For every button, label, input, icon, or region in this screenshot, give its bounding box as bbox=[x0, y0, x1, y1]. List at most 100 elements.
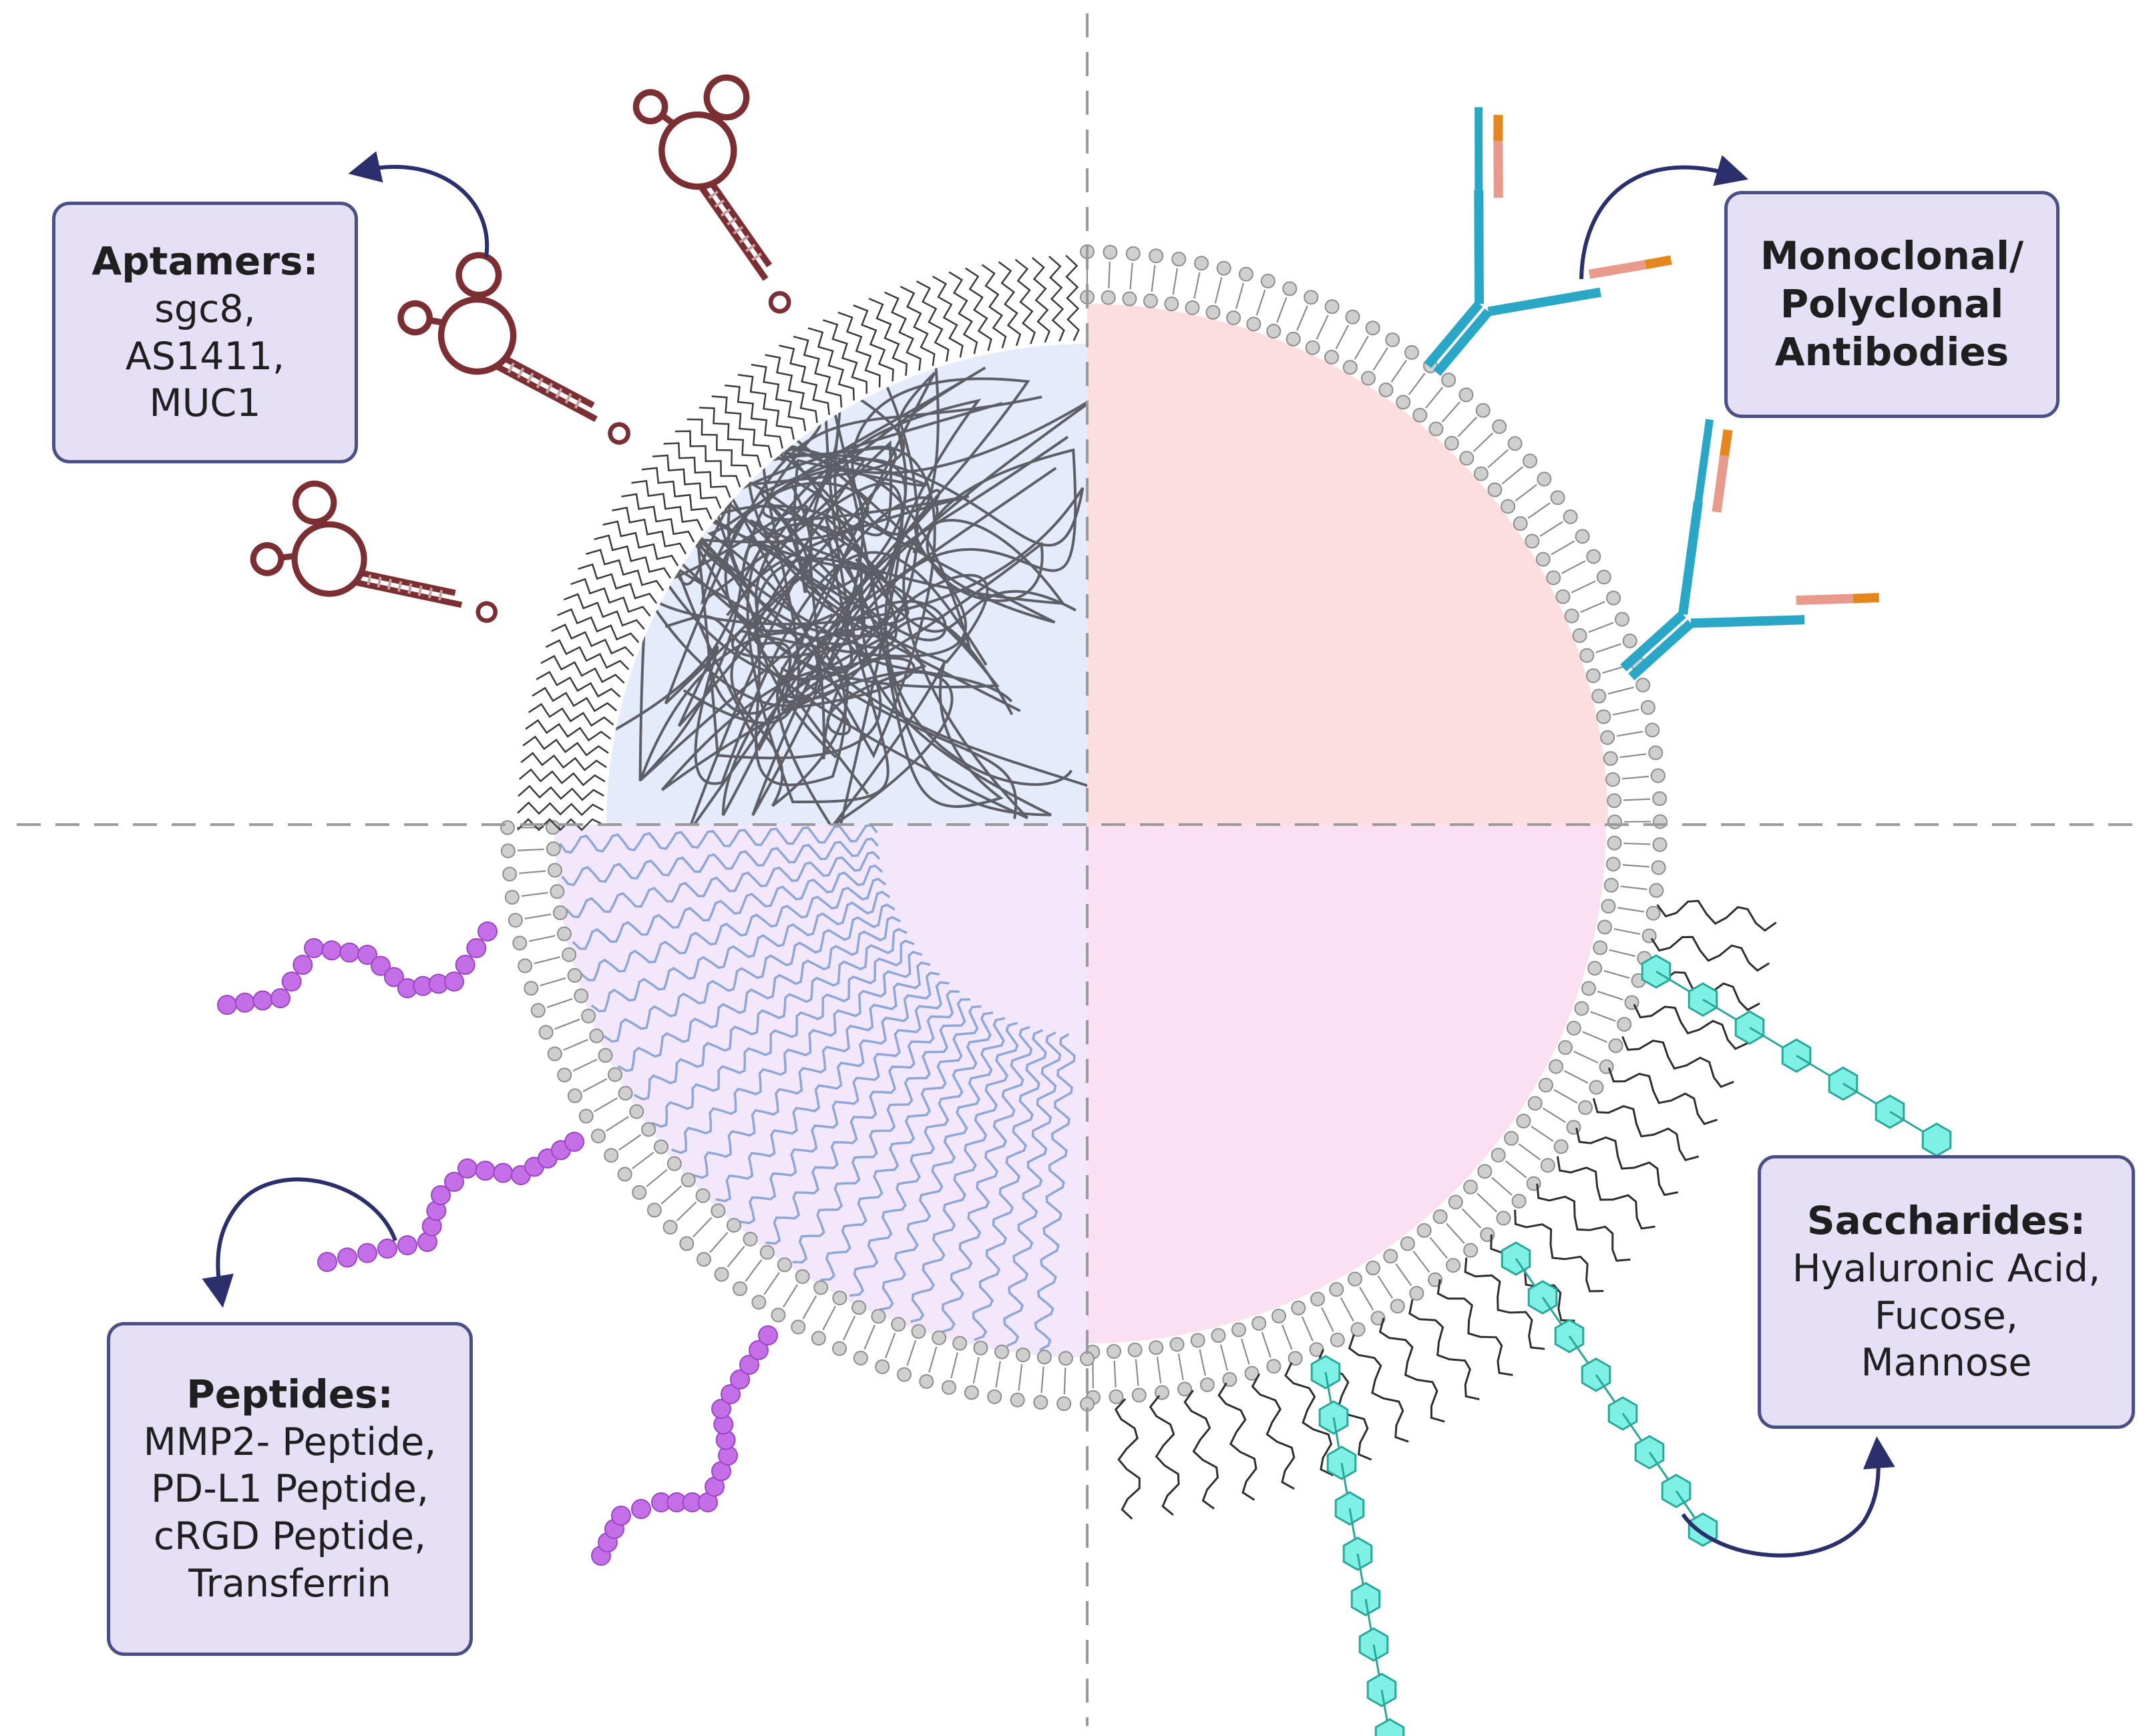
lipid-head bbox=[994, 1344, 1010, 1359]
micelle-chain bbox=[910, 1022, 1019, 1323]
lipid-head bbox=[1101, 290, 1116, 305]
lipid-head bbox=[1010, 1392, 1025, 1407]
lipid-head bbox=[1428, 421, 1444, 437]
surface-chain bbox=[586, 548, 664, 592]
lipid-tail bbox=[1622, 864, 1649, 868]
micelle-chain bbox=[715, 971, 940, 1203]
lipid-head bbox=[546, 820, 561, 835]
lipid-head bbox=[1596, 709, 1611, 724]
lipid-head bbox=[771, 1307, 786, 1323]
lipid-head bbox=[1441, 373, 1456, 388]
peg-chain bbox=[1217, 1382, 1257, 1501]
lipid-head bbox=[1033, 1395, 1048, 1410]
lipid-head bbox=[1608, 1038, 1623, 1054]
lipid-head bbox=[1535, 552, 1551, 567]
lipid-head bbox=[1477, 1164, 1493, 1179]
lipid-head bbox=[500, 843, 516, 859]
lipid-head bbox=[1635, 677, 1651, 692]
lipid-head bbox=[1473, 466, 1489, 481]
lipid-head bbox=[1645, 905, 1661, 921]
lipid-head bbox=[557, 1068, 572, 1083]
lipid-tail bbox=[1473, 432, 1493, 453]
lipid-head bbox=[1540, 1158, 1555, 1173]
lipid-head bbox=[547, 863, 562, 878]
lipid-head bbox=[1309, 1342, 1324, 1357]
surface-chain bbox=[540, 654, 625, 684]
lipid-tail bbox=[802, 1295, 817, 1319]
micelle-chain bbox=[561, 837, 879, 887]
lipid-tail bbox=[1441, 401, 1460, 423]
lipid-head bbox=[632, 1184, 647, 1200]
lipid-head bbox=[1222, 1372, 1237, 1387]
surface-chain bbox=[793, 335, 843, 408]
lipid-head bbox=[759, 1245, 775, 1260]
lipid-head bbox=[1127, 1342, 1143, 1357]
micelle-chain bbox=[820, 1005, 982, 1281]
lipid-head bbox=[1205, 304, 1221, 320]
lipid-head bbox=[1345, 309, 1360, 324]
peg-chain bbox=[1284, 1362, 1334, 1477]
lipid-head bbox=[1211, 1328, 1226, 1343]
lipid-tail bbox=[1573, 1050, 1599, 1064]
saccharides-label-box: Saccharides: Hyaluronic Acid, Fucose, Ma… bbox=[1758, 1155, 2135, 1429]
lipid-head bbox=[1231, 1322, 1247, 1337]
peg-chain bbox=[1514, 1209, 1604, 1293]
micelle-chain bbox=[617, 915, 902, 1072]
lipid-head bbox=[1199, 1377, 1215, 1392]
surface-chain bbox=[822, 319, 867, 394]
micelle-chain bbox=[972, 1029, 1047, 1341]
lipid-head bbox=[1396, 395, 1411, 410]
lipid-head bbox=[791, 1319, 806, 1335]
lipid-tail bbox=[1527, 502, 1551, 519]
peg-chain bbox=[1592, 1098, 1700, 1162]
lipid-head bbox=[897, 1367, 912, 1382]
peptides-item: cRGD Peptide, bbox=[153, 1514, 427, 1558]
surface-chain bbox=[981, 264, 1007, 349]
peg-chain bbox=[1348, 1334, 1409, 1443]
lipid-tail bbox=[1199, 1349, 1206, 1376]
lipid-tail bbox=[1487, 449, 1509, 468]
lipid-tail bbox=[1561, 560, 1586, 574]
lipid-head bbox=[574, 988, 589, 1004]
lipid-head bbox=[777, 1257, 792, 1273]
lipid-tail bbox=[521, 891, 548, 897]
surface-chain bbox=[621, 493, 695, 543]
surface-chain bbox=[578, 563, 658, 604]
lipid-tail bbox=[1129, 262, 1133, 290]
lipid-head bbox=[1605, 857, 1621, 872]
lipid-tail bbox=[1542, 1107, 1567, 1123]
micelle-chain bbox=[603, 903, 896, 1043]
lipid-head bbox=[1149, 1340, 1164, 1355]
lipid-tail bbox=[572, 1058, 598, 1072]
lipid-head bbox=[1651, 860, 1666, 875]
peg-chain bbox=[1575, 1127, 1678, 1197]
lipid-head bbox=[1266, 1359, 1282, 1374]
lipid-head bbox=[1329, 1282, 1344, 1297]
surface-chain bbox=[948, 271, 978, 355]
lipid-tail bbox=[660, 1185, 682, 1205]
aptamer bbox=[250, 480, 498, 623]
lipid-head bbox=[743, 1231, 758, 1247]
lipid-tail bbox=[1515, 484, 1537, 501]
lipid-tail bbox=[1518, 1143, 1541, 1160]
surface-chain bbox=[536, 670, 621, 698]
lipid-head bbox=[1416, 1223, 1432, 1238]
lipid-head bbox=[1527, 1096, 1543, 1111]
surface-chain bbox=[551, 624, 634, 657]
lipid-head bbox=[589, 1028, 604, 1044]
micelle-chain bbox=[580, 877, 887, 982]
lipid-head bbox=[1555, 589, 1571, 604]
lipid-tail bbox=[1579, 601, 1605, 613]
micelle-chain bbox=[739, 981, 950, 1225]
polymer-coil bbox=[664, 519, 1066, 819]
antibodies-title-line: Polyclonal bbox=[1780, 281, 2004, 327]
aptamers-item: MUC1 bbox=[149, 381, 261, 426]
micelle-chain bbox=[559, 825, 878, 854]
lipid-head bbox=[550, 884, 565, 899]
micelle-chain bbox=[671, 950, 923, 1154]
lipid-head bbox=[556, 926, 572, 941]
lipid-tail bbox=[1151, 264, 1156, 292]
lipid-tail bbox=[972, 1357, 980, 1384]
antibody-ligands bbox=[1424, 107, 1880, 680]
peptides-label-box: Peptides: MMP2- Peptide, PD-L1 Peptide, … bbox=[107, 1322, 473, 1656]
